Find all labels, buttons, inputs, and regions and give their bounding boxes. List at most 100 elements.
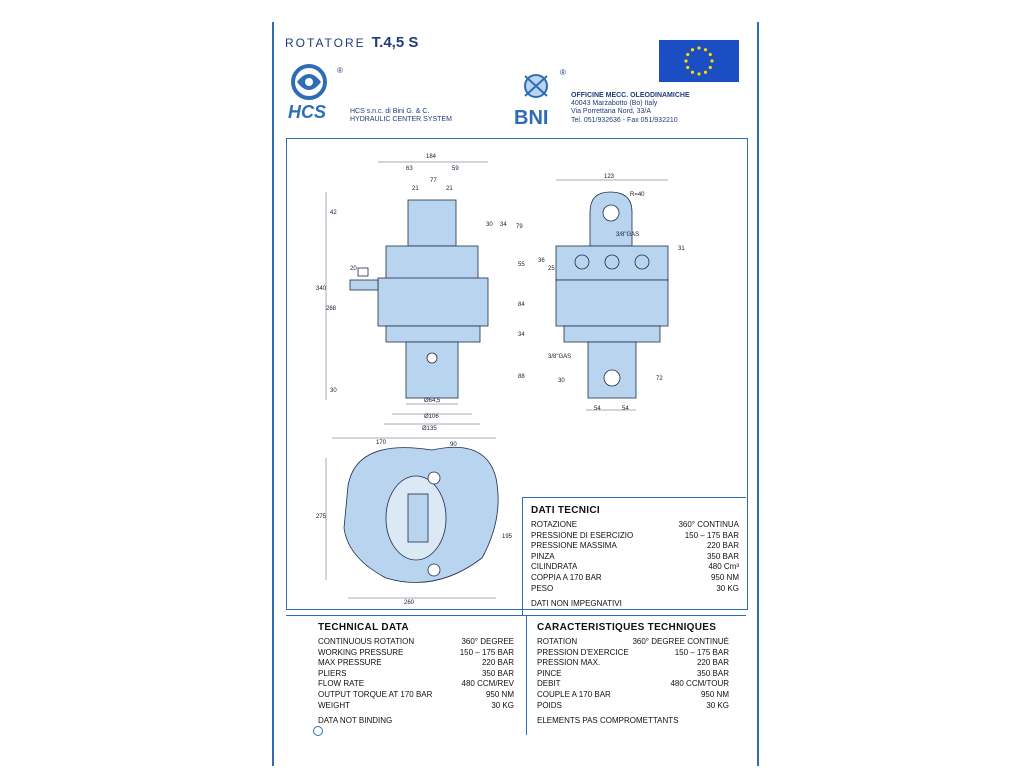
caracteristiques-label: COUPLE A 170 BAR	[537, 689, 611, 699]
hcs-company-line2: HYDRAULIC CENTER SYSTEM	[350, 116, 452, 123]
dati-tecnici-value: 360° CONTINUA	[678, 520, 739, 529]
dim-260: 260	[404, 600, 415, 606]
dati-tecnici-label: CILINDRATA	[531, 562, 578, 572]
dim-54b: 54	[622, 406, 629, 412]
front-view	[349, 199, 489, 399]
technical-data-value: 350 BAR	[481, 668, 514, 678]
eu-star-icon	[686, 52, 690, 57]
technical-data-value: 480 CCM/REV	[461, 679, 514, 689]
technical-data-label: WORKING PRESSURE	[318, 647, 404, 657]
caracteristiques-row: DEBIT 480 CCM/TOUR	[537, 679, 729, 690]
caracteristiques-label: PRESSION MAX.	[537, 658, 601, 668]
bni-logo: BNI	[512, 66, 562, 130]
caracteristiques-value: 30 KG	[706, 700, 729, 710]
eu-star-icon	[703, 70, 708, 74]
datasheet-page	[272, 22, 759, 766]
dati-tecnici-row: PINZA 350 BAR	[531, 552, 739, 563]
technical-data-title: TECHNICAL DATA	[318, 622, 409, 633]
dati-tecnici-label: PRESSIONE DI ESERCIZIO	[531, 530, 634, 540]
dim-34: 34	[500, 222, 507, 228]
dati-panel-top-border	[522, 497, 746, 498]
caracteristiques-label: DEBIT	[537, 679, 561, 689]
dim-20: 20	[350, 266, 357, 272]
technical-data-value: 220 BAR	[481, 658, 514, 668]
dim-42: 42	[330, 210, 337, 216]
circle-mark-icon	[313, 726, 323, 736]
dim-54a: 54	[594, 406, 601, 412]
eu-star-icon	[684, 59, 688, 63]
caracteristiques-value: 350 BAR	[696, 668, 729, 678]
dim-64-5: Ø64,5	[424, 398, 441, 404]
dati-tecnici-label: ROTAZIONE	[531, 520, 578, 529]
technical-data-value: 30 KG	[491, 700, 514, 710]
caracteristiques-row: PRESSION MAX. 220 BAR	[537, 658, 729, 669]
eu-star-icon	[697, 46, 701, 50]
dati-tecnici-label: PINZA	[531, 551, 555, 561]
dati-tecnici-value: 350 BAR	[706, 551, 739, 561]
dati-tecnici-row: PRESSIONE DI ESERCIZIO 150 – 175 BAR	[531, 531, 739, 542]
dim-34b: 34	[518, 332, 525, 338]
dim-25: 25	[548, 266, 555, 272]
dim-63: 63	[406, 166, 413, 172]
bni-phone: Tel. 051/932636 - Fax 051/932210	[571, 116, 678, 124]
eu-star-icon	[708, 65, 712, 70]
dim-77: 77	[430, 178, 437, 184]
technical-data-label: CONTINUOUS ROTATION	[318, 637, 415, 646]
technical-data-label: FLOW RATE	[318, 679, 365, 689]
eu-star-icon	[708, 52, 712, 57]
caracteristiques-title: CARACTERISTIQUES TECHNIQUES	[537, 622, 717, 633]
technical-data-label: OUTPUT TORQUE AT 170 BAR	[318, 689, 433, 699]
caracteristiques-note: ELEMENTS PAS COMPROMETTANTS	[537, 716, 679, 726]
dim-79: 79	[516, 224, 523, 230]
caracteristiques-value: 360° DEGREE CONTINUÉ	[632, 637, 729, 646]
dim-59: 59	[452, 166, 459, 172]
caracteristiques-value: 220 BAR	[696, 658, 729, 668]
bni-address1: 40043 Marzabotto (Bo) Italy	[571, 100, 658, 108]
dim-30b: 30	[330, 388, 337, 394]
hcs-company-line1: HCS s.n.c. di Bini G. & C.	[350, 108, 430, 115]
technical-data-value: 150 – 175 BAR	[459, 647, 514, 657]
dim-72: 72	[656, 376, 663, 382]
caracteristiques-value: 950 NM	[700, 689, 729, 699]
dim-30: 30	[486, 222, 493, 228]
caracteristiques-row: COUPLE A 170 BAR 950 NM	[537, 690, 729, 701]
dim-30c: 30	[558, 378, 565, 384]
technical-data-row: PLIERS 350 BAR	[318, 669, 514, 680]
caracteristiques-value: 150 – 175 BAR	[674, 647, 729, 657]
dati-tecnici-value: 220 BAR	[706, 541, 739, 551]
dim-268: 268	[326, 306, 337, 312]
dati-tecnici-title: DATI TECNICI	[531, 505, 600, 516]
dim-55: 55	[518, 262, 525, 268]
dati-tecnici-value: 480 Cm³	[708, 562, 739, 572]
dim-31: 31	[678, 246, 685, 252]
dim-170: 170	[376, 440, 387, 446]
caracteristiques-row: PINCE 350 BAR	[537, 669, 729, 680]
dim-84: 84	[518, 302, 525, 308]
hcs-logo: HCS	[287, 62, 337, 128]
dim-36: 36	[538, 258, 545, 264]
caracteristiques-value: 480 CCM/TOUR	[670, 679, 729, 689]
technical-data-row: FLOW RATE 480 CCM/REV	[318, 679, 514, 690]
technical-data-label: WEIGHT	[318, 700, 350, 710]
technical-data-row: WORKING PRESSURE 150 – 175 BAR	[318, 648, 514, 659]
dati-tecnici-row: CILINDRATA 480 Cm³	[531, 562, 739, 573]
caracteristiques-label: PINCE	[537, 668, 562, 678]
model-name: T.4,5 S	[371, 34, 419, 51]
caracteristiques-label: ROTATION	[537, 637, 578, 646]
technical-data-label: PLIERS	[318, 668, 347, 678]
dati-tecnici-value: 150 – 175 BAR	[684, 530, 739, 540]
top-view	[343, 446, 499, 583]
dim-195: 195	[502, 534, 513, 540]
dim-135: Ø135	[422, 426, 437, 432]
bni-name: OFFICINE MECC. OLEODINAMICHE	[571, 92, 690, 99]
eu-star-icon	[690, 48, 695, 52]
